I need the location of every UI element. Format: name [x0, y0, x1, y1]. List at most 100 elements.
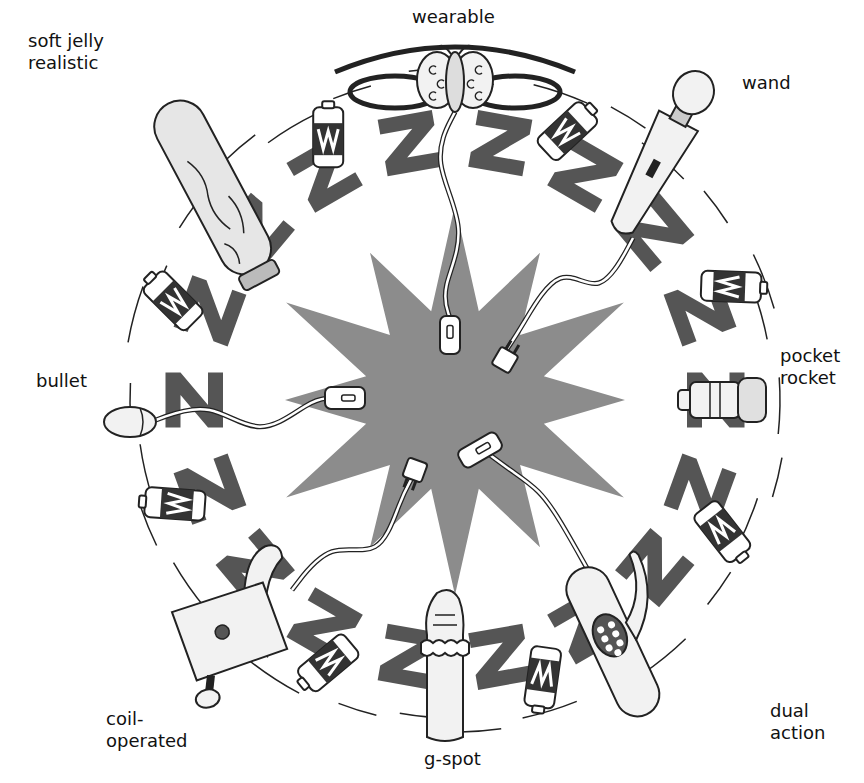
- plug-pin: [411, 480, 417, 490]
- dual-shaft: [559, 560, 666, 724]
- g-spot-ridges: [433, 615, 457, 625]
- speed-line: [778, 377, 780, 434]
- plug: [491, 338, 523, 374]
- battery-body: [141, 269, 205, 333]
- cord-core: [440, 112, 458, 318]
- g-spot-shaft: [426, 590, 463, 741]
- texture-mark: [437, 80, 444, 88]
- battery-body: [524, 646, 562, 710]
- speed-line: [461, 729, 501, 732]
- texture-mark: [429, 92, 436, 100]
- rocket-body: [690, 382, 740, 418]
- battery-band: [153, 280, 197, 324]
- battery-zigzag: [707, 516, 735, 544]
- toy-label: dual action: [770, 700, 850, 743]
- battery: [313, 101, 343, 167]
- battery-zigzag: [532, 664, 555, 687]
- bead: [613, 648, 622, 657]
- bullet-seam: [140, 408, 143, 436]
- controller-body: [440, 316, 460, 354]
- speed-line: [611, 107, 646, 128]
- toy-label: soft jelly realistic: [28, 30, 138, 73]
- battery-cap: [143, 271, 156, 284]
- antenna: [440, 46, 470, 54]
- battery-zigzag: [719, 276, 740, 297]
- battery: [692, 499, 756, 569]
- battery: [701, 271, 768, 303]
- controller-body: [325, 387, 365, 409]
- bullet-body: [104, 407, 156, 437]
- speed-line: [128, 286, 143, 342]
- speed-line: [708, 572, 731, 604]
- battery-band: [699, 508, 742, 552]
- battery: [523, 646, 562, 716]
- coil-operated-toy: [163, 543, 310, 711]
- cord: [505, 238, 633, 352]
- battery-band: [313, 123, 343, 155]
- wearable-toy: [335, 46, 575, 112]
- texture-mark: [429, 66, 436, 74]
- controller-body: [456, 430, 504, 469]
- toy-label: g-spot: [424, 748, 504, 770]
- cord: [292, 478, 412, 590]
- cord: [156, 398, 330, 427]
- z-letter-shape: [468, 624, 532, 690]
- speed-line: [251, 662, 300, 694]
- coil-knob: [194, 687, 221, 710]
- battery-zigzag: [552, 118, 580, 146]
- battery-band: [160, 488, 194, 520]
- battery-body: [535, 100, 599, 163]
- rocket-cap: [738, 378, 766, 422]
- controller: [456, 430, 504, 469]
- bead-window: [586, 609, 634, 662]
- battery-zigzag: [166, 493, 187, 514]
- battery-body: [296, 632, 361, 694]
- texture-mark: [475, 66, 482, 74]
- battery-cap: [584, 102, 597, 116]
- speed-line: [339, 703, 377, 715]
- bead: [615, 638, 624, 647]
- battery-band: [526, 657, 560, 693]
- z-letter-shape: [378, 110, 442, 176]
- cord-core: [156, 398, 330, 427]
- cord: [440, 112, 458, 318]
- bead: [611, 629, 620, 638]
- controller: [325, 387, 365, 409]
- battery-cap: [139, 495, 147, 507]
- speed-line: [224, 135, 255, 161]
- g-spot-ruffle: [421, 640, 469, 656]
- battery-cap: [735, 551, 749, 564]
- battery: [138, 486, 206, 521]
- toy-label: bullet: [36, 370, 106, 392]
- battery-cap: [322, 101, 334, 108]
- bead: [607, 620, 616, 629]
- bullet-toy: [104, 407, 156, 437]
- dual-arm: [600, 550, 671, 641]
- dual-action-toy: [559, 544, 701, 724]
- battery-band: [713, 271, 746, 302]
- battery-body: [144, 487, 206, 521]
- battery-zigzag: [160, 288, 188, 316]
- wand-head: [666, 64, 722, 122]
- jelly-base: [238, 259, 281, 292]
- toy-label: wand: [742, 72, 822, 94]
- controller-slider: [342, 395, 355, 401]
- rocket-ridge: [710, 382, 720, 418]
- cord-core: [505, 238, 633, 352]
- battery-body: [692, 499, 753, 565]
- z-letter-shape: [687, 373, 745, 428]
- speed-line: [704, 191, 728, 223]
- wand-button: [645, 159, 661, 179]
- plug-pin: [505, 340, 513, 350]
- battery-zigzag: [316, 647, 344, 675]
- battery-cap: [297, 677, 310, 691]
- toy-label: pocket rocket: [780, 345, 852, 388]
- pocket-rocket-toy: [678, 378, 766, 422]
- battery: [137, 265, 205, 333]
- battery-body: [701, 271, 762, 303]
- controller-slider: [447, 326, 453, 339]
- plug: [399, 457, 428, 492]
